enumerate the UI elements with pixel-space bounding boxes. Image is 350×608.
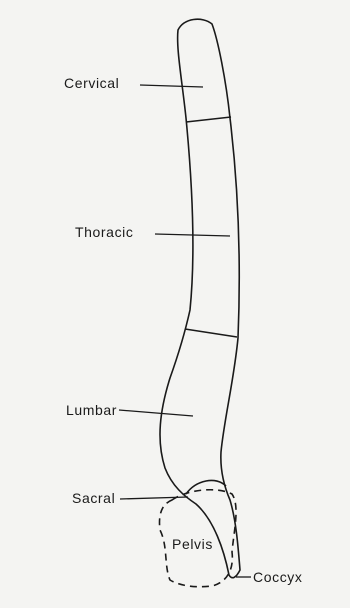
cervical-label: Cervical bbox=[64, 75, 119, 91]
pelvis-label: Pelvis bbox=[172, 536, 213, 552]
thoracic-label: Thoracic bbox=[75, 224, 133, 240]
lumbar-leader-line bbox=[119, 410, 193, 416]
spinal-column-outline bbox=[160, 19, 240, 578]
sacral-leader-line bbox=[120, 497, 188, 499]
cervical-thoracic-boundary bbox=[186, 117, 231, 122]
thoracic-lumbar-boundary bbox=[185, 329, 237, 337]
coccyx-label: Coccyx bbox=[253, 569, 303, 585]
sacral-label: Sacral bbox=[72, 490, 115, 506]
lumbar-sacral-boundary bbox=[186, 480, 226, 494]
lumbar-label: Lumbar bbox=[66, 402, 117, 418]
cervical-leader-line bbox=[140, 85, 203, 87]
